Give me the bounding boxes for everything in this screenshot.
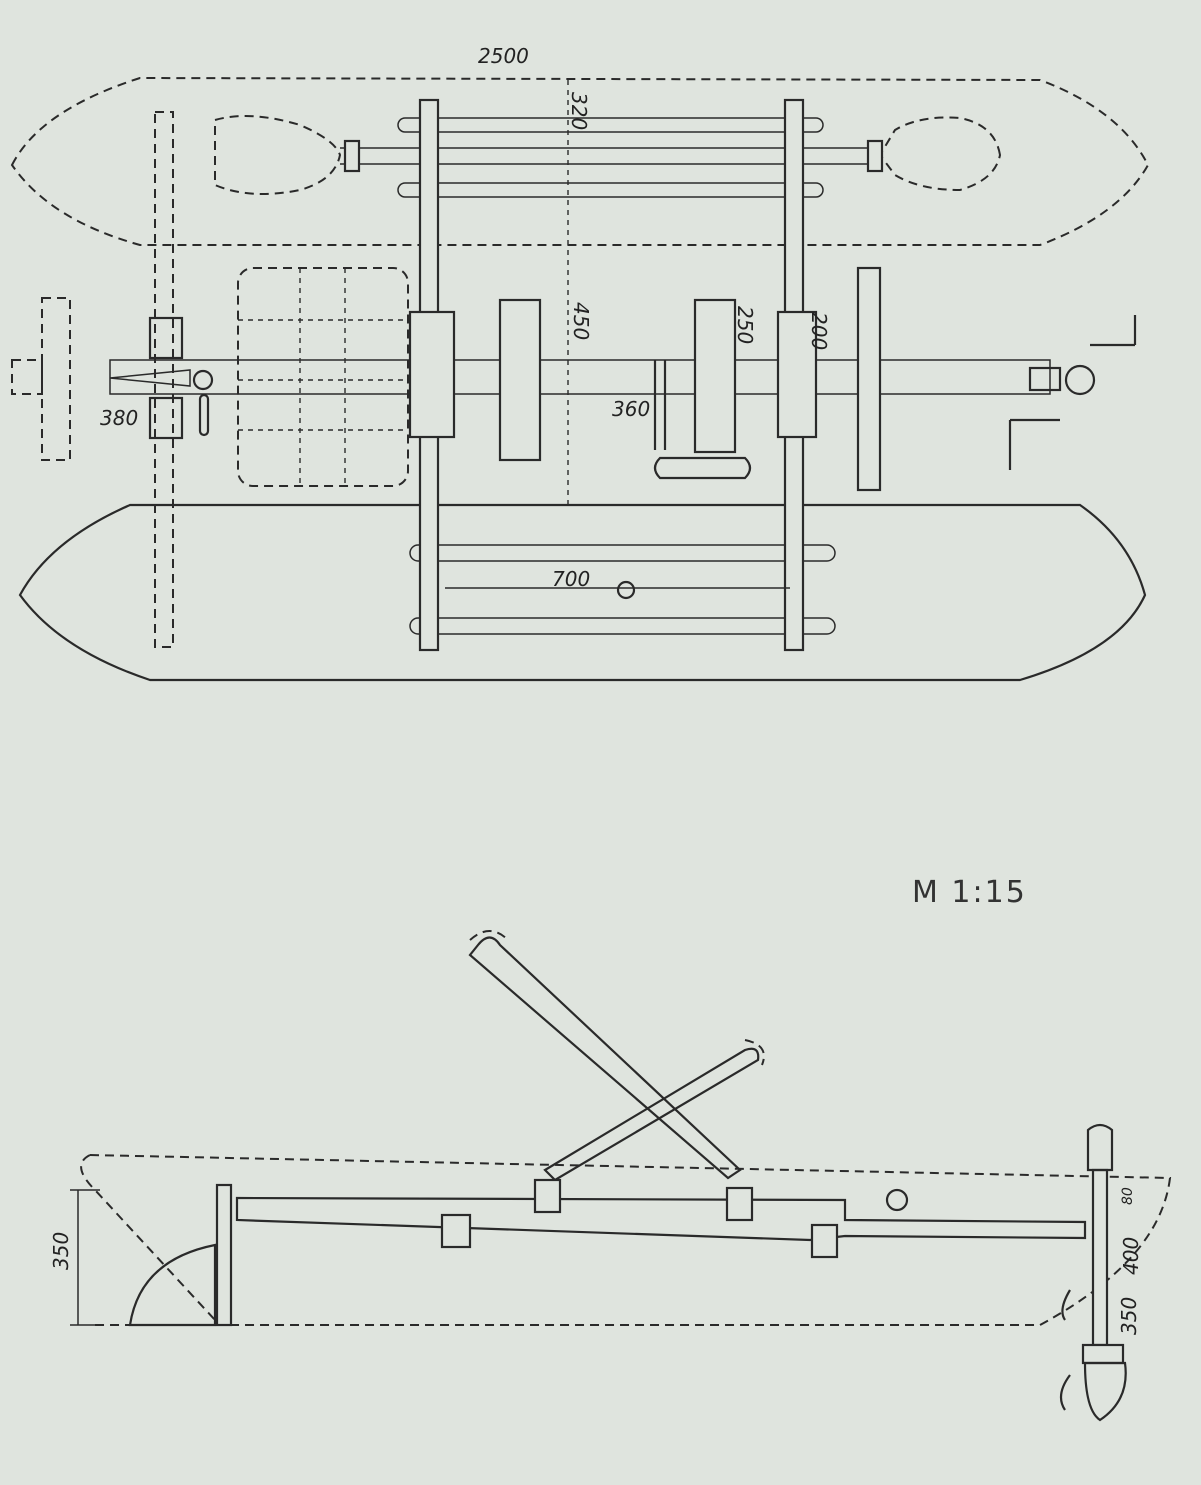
rudder-post bbox=[1091, 1168, 1109, 1347]
rear-crossbar-clamp bbox=[776, 310, 818, 439]
dim-float-height: 350 bbox=[49, 1232, 73, 1270]
dim-crossbar-width: 200 bbox=[807, 312, 831, 350]
top-view: 2500 320 450 250 200 380 360 700 bbox=[10, 44, 1150, 682]
central-beam bbox=[109, 359, 1051, 395]
dim-overall-length: 2500 bbox=[478, 44, 529, 68]
tow-hitch bbox=[1008, 315, 1137, 470]
dim-rudder-offset: 380 bbox=[100, 406, 138, 430]
side-view: 350 80 400 350 bbox=[49, 930, 1172, 1422]
crank bbox=[653, 360, 667, 450]
float-side-outline bbox=[89, 1154, 1172, 1326]
pedal bbox=[653, 456, 752, 480]
dim-float-gap: 320 bbox=[567, 92, 591, 130]
dim-rudder-top: 80 bbox=[1120, 1187, 1136, 1205]
seat-grid bbox=[237, 267, 409, 487]
seat-back-bar bbox=[468, 936, 742, 1180]
scale-label: M 1:15 bbox=[912, 875, 1027, 910]
float-rails bbox=[397, 117, 836, 635]
front-post bbox=[215, 1183, 233, 1327]
dim-crossbar-spacing: 700 bbox=[552, 567, 590, 591]
front-wheel bbox=[498, 298, 542, 462]
beam-side bbox=[235, 1196, 1087, 1242]
front-crossbar-clamp bbox=[408, 310, 456, 439]
front-steering-bar bbox=[154, 111, 174, 648]
rear-stabilizer bbox=[856, 266, 882, 492]
dim-crank-offset: 360 bbox=[612, 397, 650, 421]
dim-wheel-width: 250 bbox=[733, 306, 757, 344]
seat-bar bbox=[543, 1047, 760, 1182]
rudder-blade-side bbox=[1083, 1361, 1127, 1422]
rear-wheel bbox=[693, 298, 737, 454]
dim-hull-spacing: 450 bbox=[569, 302, 593, 340]
rudder-blade bbox=[41, 297, 71, 461]
rudder-quadrant bbox=[128, 1243, 217, 1327]
dim-rudder-mid: 400 bbox=[1119, 1237, 1143, 1275]
dim-rudder-bottom: 350 bbox=[1117, 1297, 1141, 1335]
lower-float-outline bbox=[18, 503, 1147, 682]
